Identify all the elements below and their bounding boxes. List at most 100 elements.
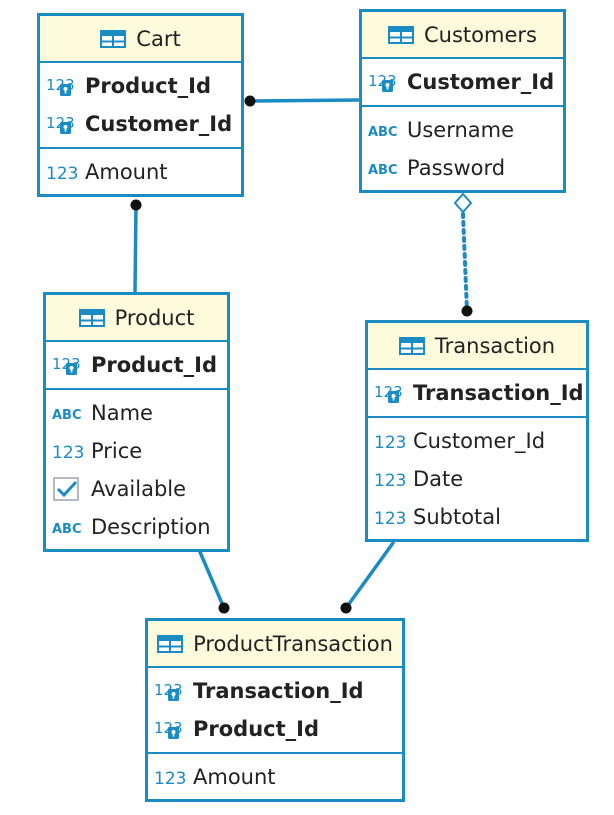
column-name: Amount bbox=[193, 765, 276, 789]
table-icon bbox=[398, 336, 425, 355]
column-row[interactable]: 123 Transaction_Id bbox=[148, 672, 402, 710]
primary-key-section: 123 Transaction_Id bbox=[368, 370, 586, 416]
connector-product-producttransaction bbox=[198, 550, 226, 610]
column-name: Description bbox=[91, 515, 211, 539]
table-icon bbox=[388, 25, 415, 44]
primary-key-numeric-icon: 123 bbox=[154, 681, 183, 701]
connector-cart-product bbox=[133, 203, 138, 294]
text-type-icon: ABC bbox=[368, 125, 398, 140]
column-row[interactable]: ABC Name bbox=[46, 394, 227, 432]
column-row[interactable]: 123 Product_Id bbox=[40, 67, 241, 105]
column-row[interactable]: ABC Description bbox=[46, 508, 227, 546]
column-row[interactable]: 123 Subtotal bbox=[368, 498, 586, 536]
numeric-type-icon: 123 bbox=[154, 769, 186, 789]
entity-producttransaction[interactable]: ProductTransaction 123Transaction_Id123P… bbox=[145, 618, 405, 802]
table-icon bbox=[100, 29, 127, 48]
entity-product[interactable]: Product 123Product_Id ABC Name 123 PriceAva… bbox=[43, 292, 230, 552]
primary-key-numeric-icon: 123 bbox=[368, 72, 397, 92]
column-row[interactable]: 123 Customer_Id bbox=[368, 422, 586, 460]
connector-dot bbox=[130, 199, 142, 211]
column-name: Customer_Id bbox=[85, 112, 233, 136]
column-name: Username bbox=[407, 118, 515, 142]
column-row[interactable]: 123 Price bbox=[46, 432, 227, 470]
column-row[interactable]: Available bbox=[46, 470, 227, 508]
entity-name: Cart bbox=[136, 26, 181, 51]
column-row[interactable]: 123 Amount bbox=[40, 153, 241, 191]
column-row[interactable]: ABC Username bbox=[362, 111, 563, 149]
connector-dot bbox=[244, 95, 256, 107]
entity-header: Transaction bbox=[368, 323, 586, 370]
column-row[interactable]: 123 Customer_Id bbox=[40, 105, 241, 143]
column-name: Product_Id bbox=[193, 717, 319, 741]
table-icon bbox=[157, 634, 184, 653]
svg-text:123: 123 bbox=[374, 509, 406, 529]
entity-header: ProductTransaction bbox=[148, 621, 402, 668]
column-name: Product_Id bbox=[91, 353, 217, 377]
connector-customers-transaction bbox=[461, 212, 469, 313]
column-name: Transaction_Id bbox=[413, 381, 584, 405]
svg-text:123: 123 bbox=[374, 471, 406, 491]
column-name: Customer_Id bbox=[413, 429, 546, 453]
column-name: Customer_Id bbox=[407, 70, 555, 94]
connector-dot bbox=[461, 305, 473, 317]
checkbox-type-icon bbox=[53, 477, 79, 501]
column-name: Available bbox=[91, 477, 187, 501]
column-name: Password bbox=[407, 156, 506, 180]
primary-key-section: 123 Customer_Id bbox=[362, 59, 563, 105]
entity-header: Customers bbox=[362, 12, 563, 59]
svg-text:ABC: ABC bbox=[368, 125, 398, 140]
primary-key-numeric-icon: 123 bbox=[154, 719, 183, 739]
numeric-type-icon: 123 bbox=[374, 509, 406, 529]
entity-name: Product bbox=[114, 305, 195, 330]
column-row[interactable]: 123 Amount bbox=[148, 758, 402, 796]
column-name: Name bbox=[91, 401, 153, 425]
column-name: Date bbox=[413, 467, 464, 491]
column-name: Amount bbox=[85, 160, 168, 184]
column-row[interactable]: 123 Product_Id bbox=[148, 710, 402, 748]
numeric-type-icon: 123 bbox=[52, 443, 84, 463]
connector-diamond bbox=[453, 192, 473, 214]
entity-name: ProductTransaction bbox=[193, 631, 393, 656]
primary-key-section: 123Product_Id bbox=[46, 342, 227, 388]
column-row[interactable]: 123Product_Id bbox=[46, 346, 227, 384]
svg-text:ABC: ABC bbox=[368, 163, 398, 178]
column-row[interactable]: 123 Date bbox=[368, 460, 586, 498]
column-row[interactable]: 123 Transaction_Id bbox=[368, 374, 586, 412]
text-type-icon: ABC bbox=[52, 522, 82, 537]
column-row[interactable]: 123 Customer_Id bbox=[362, 63, 563, 101]
text-type-icon: ABC bbox=[52, 408, 82, 423]
primary-key-numeric-icon: 123 bbox=[46, 114, 75, 134]
svg-text:123: 123 bbox=[52, 443, 84, 463]
numeric-type-icon: 123 bbox=[46, 164, 78, 184]
column-name: Subtotal bbox=[413, 505, 501, 529]
entity-name: Transaction bbox=[434, 333, 556, 358]
entity-header: Product bbox=[46, 295, 227, 342]
text-type-icon: ABC bbox=[368, 163, 398, 178]
column-row[interactable]: ABC Password bbox=[362, 149, 563, 187]
svg-text:ABC: ABC bbox=[52, 522, 82, 537]
table-icon bbox=[78, 308, 105, 327]
entity-transaction[interactable]: Transaction 123Transaction_Id 123Custome… bbox=[365, 320, 589, 542]
svg-text:123: 123 bbox=[46, 164, 78, 184]
numeric-type-icon: 123 bbox=[374, 433, 406, 453]
connector-transaction-producttransaction bbox=[344, 541, 395, 610]
svg-text:ABC: ABC bbox=[52, 408, 82, 423]
primary-key-numeric-icon: 123 bbox=[374, 383, 403, 403]
column-section: 123 Amount bbox=[40, 147, 241, 195]
column-name: Transaction_Id bbox=[193, 679, 364, 703]
column-name: Product_Id bbox=[85, 74, 211, 98]
numeric-type-icon: 123 bbox=[374, 471, 406, 491]
svg-text:123: 123 bbox=[374, 433, 406, 453]
column-name: Price bbox=[91, 439, 143, 463]
primary-key-numeric-icon: 123 bbox=[46, 76, 75, 96]
svg-text:123: 123 bbox=[154, 769, 186, 789]
primary-key-section: 123Transaction_Id123Product_Id bbox=[148, 668, 402, 752]
entity-header: Cart bbox=[40, 16, 241, 63]
connector-dot bbox=[340, 602, 352, 614]
